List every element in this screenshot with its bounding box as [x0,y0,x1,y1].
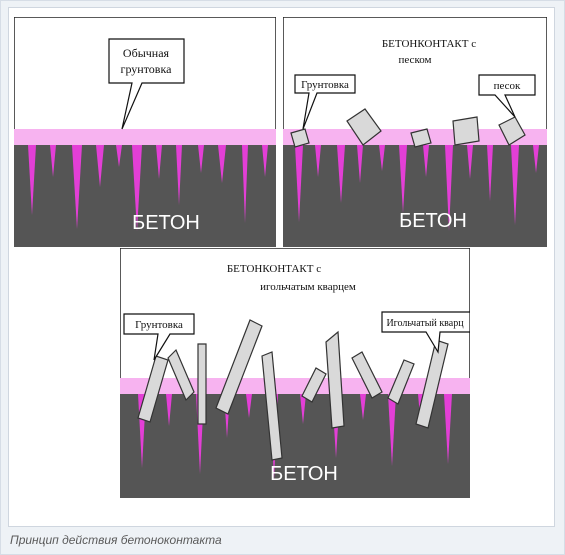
panel-betonkontakt-sand: Грунтовка песок БЕТОНКОНТАКТ с песком БЕ… [283,17,547,247]
quartz-needles [137,319,449,461]
panel-betonkontakt-quartz: Грунтовка Игольчатый кварц БЕТОНКОНТАКТ … [120,248,470,498]
callout-primer-text: Грунтовка [301,79,349,91]
sand-grains [290,108,526,148]
callout-primer [294,74,356,130]
concrete-label: БЕТОН [132,212,200,234]
concrete-base [120,394,470,498]
panel-title-line-1: БЕТОНКОНТАКТ с [382,38,476,50]
figure-caption: Принцип действия бетоноконтакта [10,533,222,547]
concrete-base [283,145,547,247]
primer-layer [120,378,470,396]
callout-quartz-text: Игольчатый кварц [386,318,464,329]
callout-quartz [381,311,470,354]
callout-ordinary-primer [108,38,185,130]
figure: Обычная грунтовка БЕТОН [8,7,555,527]
concrete-label: БЕТОН [270,463,338,485]
concrete-base [14,145,276,247]
panel-betonkontakt-sand-drawing: Грунтовка песок БЕТОНКОНТАКТ с песком БЕ… [283,17,547,247]
primer-spikes [28,145,268,231]
callout-primer [123,313,195,361]
panel-ordinary-primer: Обычная грунтовка БЕТОН [14,17,276,247]
callout-primer-text: Грунтовка [135,319,183,331]
callout-sand-text: песок [494,80,521,92]
panel-title-line-2: игольчатым кварцем [260,281,356,293]
callout-sand [478,74,536,118]
panel-betonkontakt-quartz-drawing: Грунтовка Игольчатый кварц БЕТОНКОНТАКТ … [120,248,470,498]
panel-title-line-1: БЕТОНКОНТАКТ с [227,263,321,275]
callout-text-line-2: грунтовка [121,62,173,76]
panel-ordinary-primer-drawing: Обычная грунтовка БЕТОН [14,17,276,247]
primer-spikes [295,145,539,231]
concrete-label: БЕТОН [399,210,467,232]
panel-title-line-2: песком [399,54,432,66]
primer-layer [14,129,276,147]
callout-text-line-1: Обычная [123,46,170,60]
